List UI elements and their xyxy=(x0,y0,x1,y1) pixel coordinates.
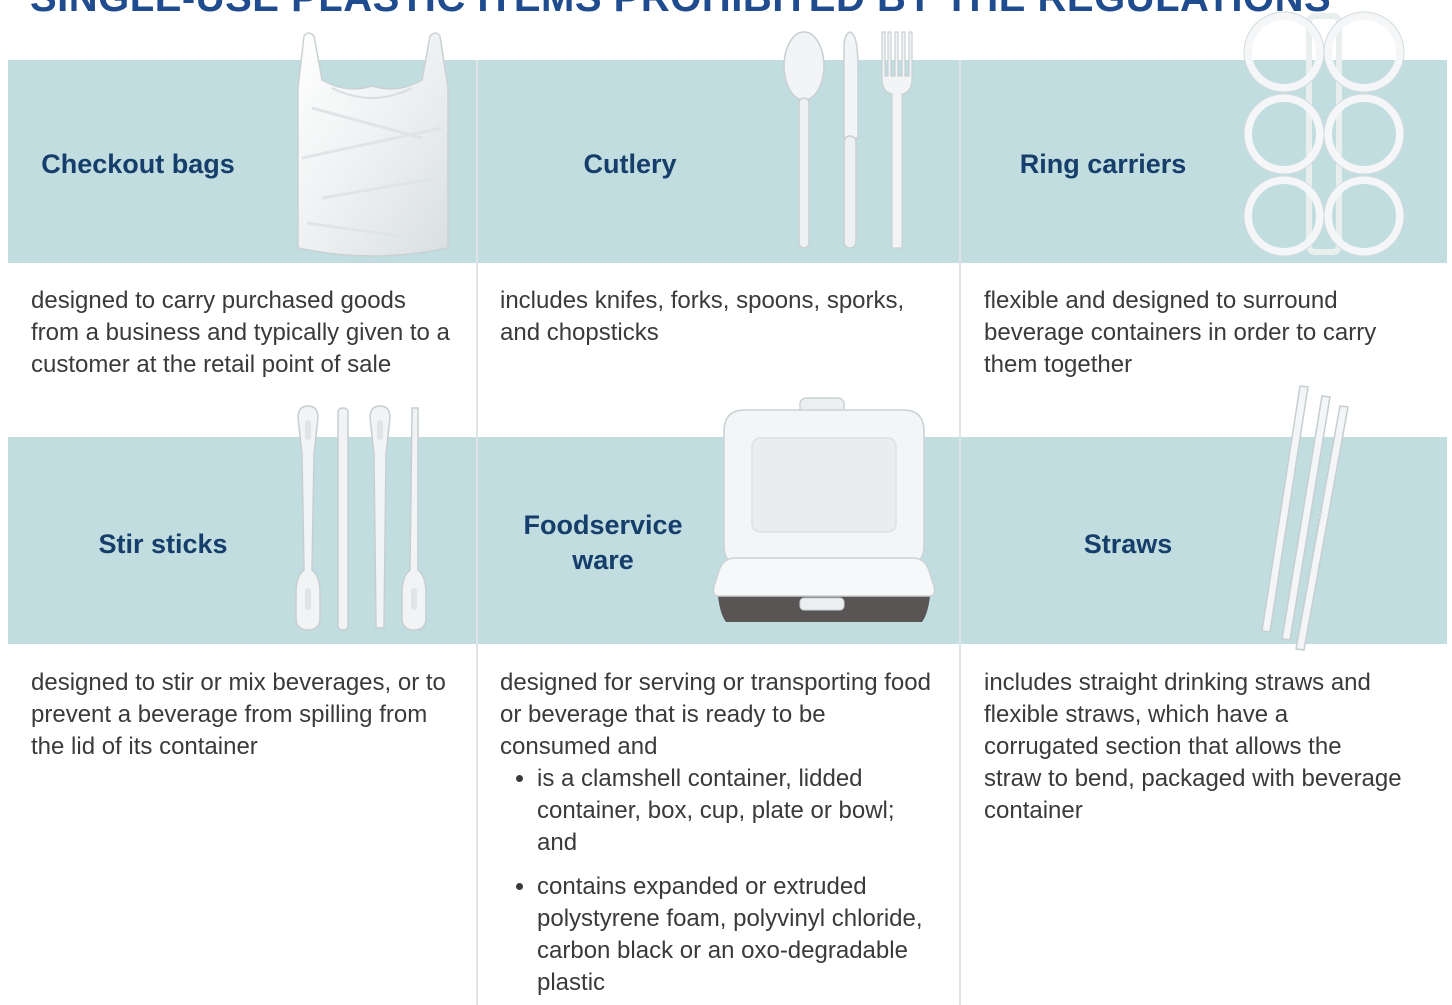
top-band xyxy=(8,60,1447,263)
foodservice-ware-label-line2: ware xyxy=(572,545,634,575)
list-item: contains expanded or extruded polystyren… xyxy=(537,871,940,999)
page-title: SINGLE-USE PLASTIC ITEMS PROHIBITED BY T… xyxy=(30,0,1331,18)
straws-label: Straws xyxy=(1083,529,1173,559)
cutlery-icon xyxy=(783,31,913,249)
foodservice-ware-criteria-list: is a clamshell container, lidded contain… xyxy=(500,763,940,999)
stir-stick-icon xyxy=(295,405,427,631)
column-divider xyxy=(959,60,961,1005)
foodservice-ware-label: Foodservice ware xyxy=(510,508,696,578)
checkout-bags-description: designed to carry purchased goods from a… xyxy=(31,287,450,378)
list-item: is a clamshell container, lidded contain… xyxy=(537,763,940,859)
cutlery-label: Cutlery xyxy=(583,149,677,179)
cutlery-description: includes knifes, forks, spoons, sporks, … xyxy=(500,287,905,346)
foodservice-ware-description: designed for serving or transporting foo… xyxy=(500,667,940,1005)
straw-icon xyxy=(1261,385,1349,651)
straws-description: includes straight drinking straws and fl… xyxy=(984,669,1402,824)
ring-carriers-description: flexible and designed to surround bevera… xyxy=(984,287,1377,378)
column-divider xyxy=(476,60,478,1005)
ring-carriers-label: Ring carriers xyxy=(1019,149,1187,179)
checkout-bags-label: Checkout bags xyxy=(41,149,235,179)
stir-sticks-label: Stir sticks xyxy=(98,529,228,559)
plastic-bag-icon xyxy=(297,32,449,257)
ring-carrier-icon xyxy=(1243,11,1405,257)
stir-sticks-description: designed to stir or mix beverages, or to… xyxy=(31,669,446,760)
clamshell-container-icon xyxy=(712,397,936,622)
foodservice-ware-label-line1: Foodservice xyxy=(523,510,683,540)
